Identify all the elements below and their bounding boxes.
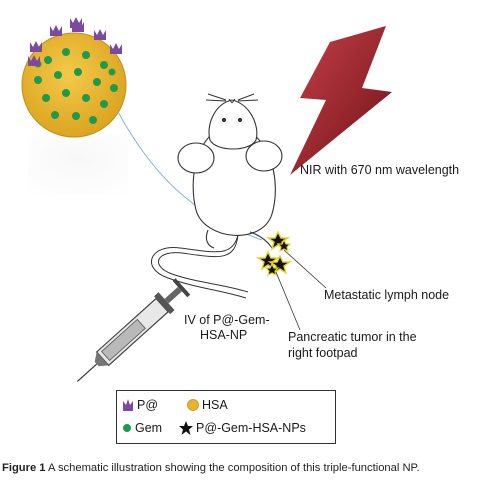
figure-number: Figure 1	[2, 462, 46, 474]
star-icon	[179, 421, 193, 435]
lymph-node-label: Metastatic lymph node	[324, 288, 450, 302]
mouse-face	[205, 93, 259, 123]
legend-np-label: P@-Gem-HSA-NPs	[196, 421, 306, 435]
legend-hsa-label: HSA	[202, 398, 228, 412]
p-ligands	[28, 17, 122, 66]
mouse-illustration	[150, 99, 283, 299]
legend-item-hsa: HSA	[187, 398, 228, 412]
nanoparticle-illustration	[21, 17, 127, 138]
legend-gem-label: Gem	[135, 421, 163, 435]
legend-item-np: P@-Gem-HSA-NPs	[179, 421, 306, 435]
tumor-pointer	[275, 271, 301, 331]
lymph-pointer	[283, 249, 327, 289]
caption-text: A schematic illustration showing the com…	[48, 462, 420, 474]
legend-item-gem: Gem	[122, 421, 162, 435]
figure-caption: Figure 1 A schematic illustration showin…	[2, 462, 501, 474]
p-ligand-icon	[123, 398, 133, 411]
tumor-label-line2: right footpad	[288, 346, 358, 360]
legend-box: P@ HSA Gem P@-Gem-HSA-NPs	[116, 390, 336, 444]
legend-item-p: P@	[122, 398, 158, 412]
legend-p-label: P@	[137, 398, 159, 412]
tumor-stars	[255, 250, 293, 277]
gem-icon	[123, 424, 131, 432]
gem-dots	[34, 48, 118, 124]
nir-label: NIR with 670 nm wavelength	[300, 163, 460, 177]
lymph-node-stars	[265, 230, 292, 253]
iv-label-line2: HSA-NP	[200, 328, 248, 342]
iv-label-line1: IV of P@-Gem-	[184, 313, 270, 327]
nir-bolt	[290, 26, 392, 175]
syringe-illustration	[76, 278, 191, 382]
hsa-icon	[187, 399, 199, 411]
tumor-label-line1: Pancreatic tumor in the	[288, 330, 417, 344]
